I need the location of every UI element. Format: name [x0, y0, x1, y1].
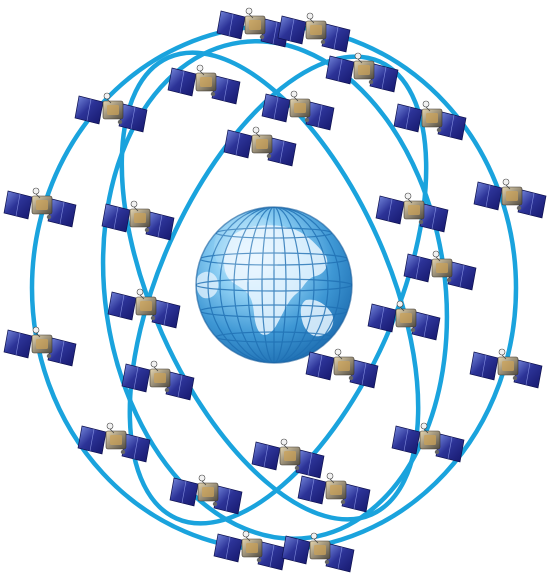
satellite-icon	[251, 438, 325, 479]
orbit-tilted-left	[119, 50, 421, 522]
globe-icon	[195, 206, 353, 364]
satellite-icon	[473, 178, 547, 219]
satellite-icon	[223, 126, 297, 167]
satellite-icon	[305, 348, 379, 389]
orbit-tilted-right	[127, 54, 429, 526]
satellite-icon	[121, 360, 195, 401]
satellite-icon	[261, 90, 335, 131]
satellite-icon	[375, 192, 449, 233]
satellite-icon	[393, 100, 467, 141]
satellite-icon	[167, 64, 241, 105]
satellite-icon	[101, 200, 175, 241]
satellite-icon	[297, 472, 371, 513]
globe-grid	[196, 207, 352, 363]
